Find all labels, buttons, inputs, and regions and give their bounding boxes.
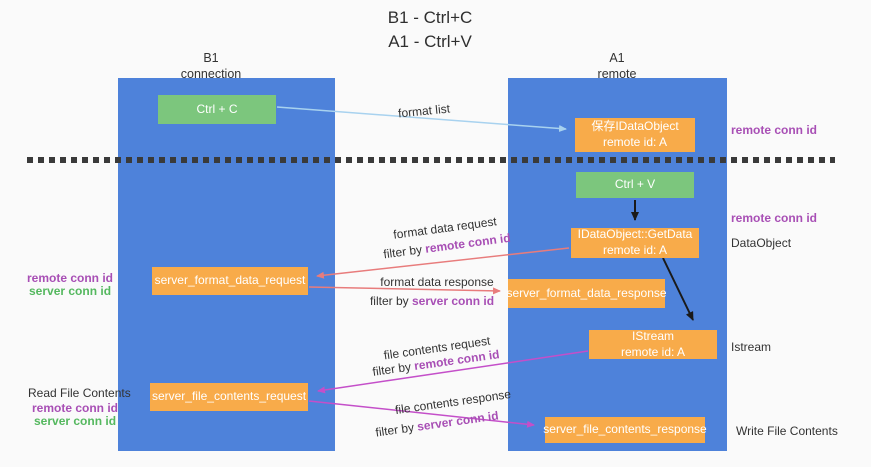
title-line-1: B1 - Ctrl+C [387,8,473,27]
remote-conn-id-right-1: remote conn id [731,123,818,137]
filter-by-text: filter by [382,241,427,262]
server-file-contents-response-label: server_file_contents_response [543,422,707,437]
save-dataobject-box: 保存IDataObject remote id: A [575,118,695,152]
server-conn-id-left-2: server conn id [34,414,117,428]
getdata-line1: IDataObject::GetData [577,227,693,242]
right-column-role: remote [597,67,637,82]
left-column-header: B1 connection [181,50,241,83]
dashed-divider-line [27,157,835,163]
diagram-title: B1 - Ctrl+C A1 - Ctrl+V [388,6,473,54]
server-format-data-response-label: server_format_data_response [506,285,667,300]
server-file-contents-response-box: server_file_contents_response [543,417,707,443]
ctrl-c-label: Ctrl + C [196,101,238,116]
getdata-line2: remote id: A [602,243,668,257]
filter-by-server-conn-id-label-1: filter by server conn id [370,294,494,308]
save-dataobject-line1: 保存IDataObject [591,119,679,134]
server-conn-id-text: server conn id [411,294,495,308]
istream-box: IStream remote id: A [589,328,717,359]
remote-conn-id-left-2: remote conn id [32,401,119,415]
istream-line1: IStream [631,328,674,343]
format-list-label: format list [397,101,451,121]
server-file-contents-request-label: server_file_contents_request [151,389,307,404]
right-column-header: A1 remote [598,50,637,83]
istream-side-label: Istream [731,340,772,354]
server-conn-id-left-1: server conn id [29,284,112,298]
dataobject-label: DataObject [731,236,792,250]
ctrl-v-box: Ctrl + V [576,172,694,198]
remote-conn-id-right-2: remote conn id [731,211,818,225]
filter-by-text: filter by [371,359,416,379]
server-file-contents-request-box: server_file_contents_request [150,383,308,411]
right-column-name: A1 [609,51,625,65]
remote-conn-id-left-1: remote conn id [27,271,114,285]
left-column-name: B1 [203,51,219,65]
read-file-contents-label: Read File Contents [28,386,131,400]
left-column-role: connection [180,67,242,82]
server-format-data-request-box: server_format_data_request [152,267,308,295]
format-data-response-label: format data response [380,275,494,289]
save-dataobject-line2: remote id: A [602,135,668,149]
filter-by-server-conn-id-label-2: filter by server conn id [375,408,500,439]
ctrl-v-label: Ctrl + V [614,177,656,192]
write-file-contents-label: Write File Contents [736,424,838,438]
server-format-data-response-box: server_format_data_response [506,279,667,308]
title-line-2: A1 - Ctrl+V [388,31,472,51]
filter-by-text: filter by [369,294,412,308]
getdata-box: IDataObject::GetData remote id: A [571,227,699,258]
filter-by-text: filter by [374,419,419,440]
ctrl-c-box: Ctrl + C [158,95,276,124]
server-format-data-request-label: server_format_data_request [154,273,306,288]
istream-line2: remote id: A [620,344,686,359]
